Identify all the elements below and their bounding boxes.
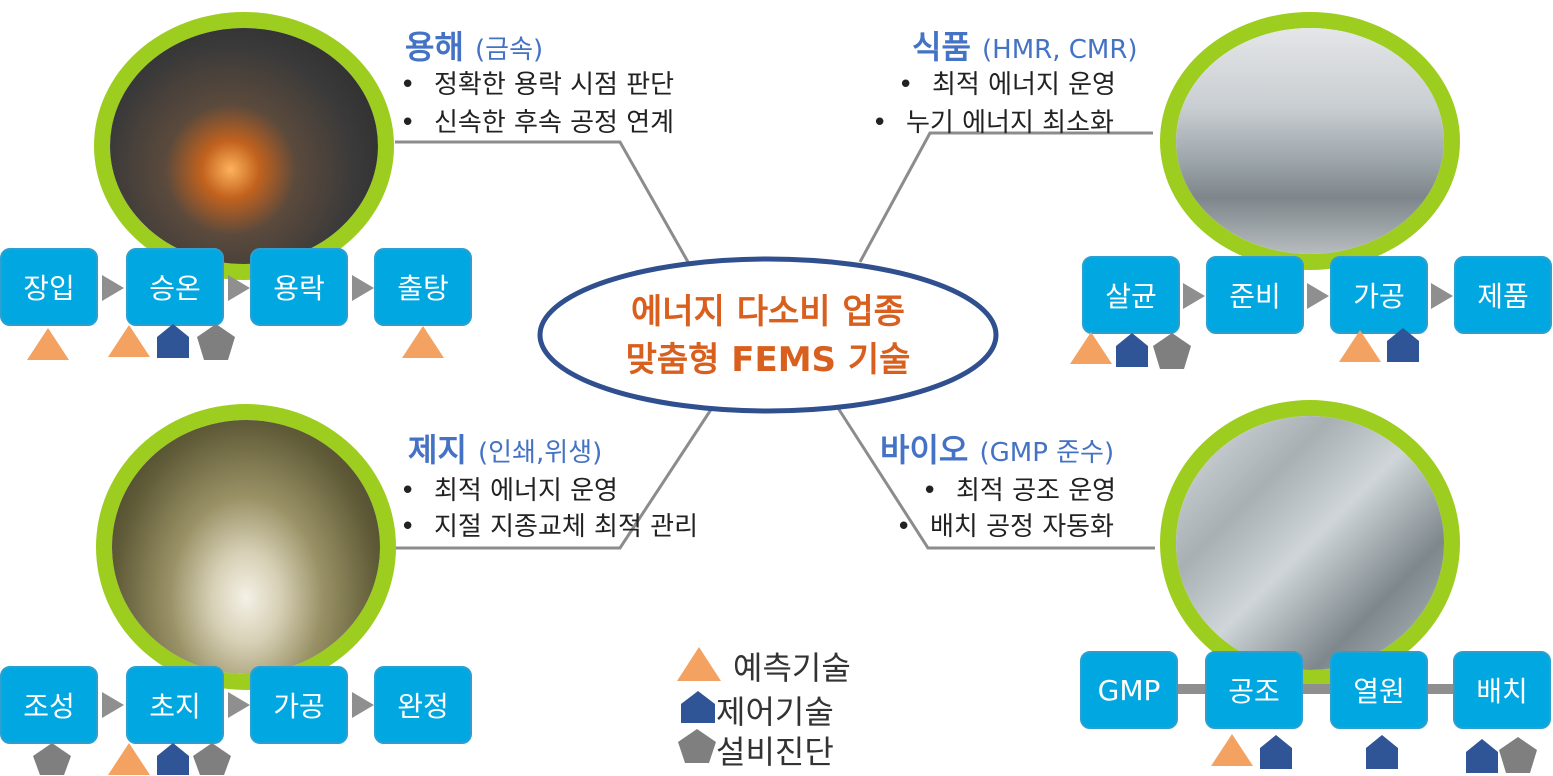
prediction-icon <box>1070 332 1112 364</box>
bio-title: 바이오 (GMP 준수) <box>880 425 1114 471</box>
metal-title-main: 용해 <box>405 28 464 66</box>
bio-bullet-1: •최적 공조 운영 <box>922 476 1117 506</box>
legend-diagnosis-label: 설비진단 <box>716 733 834 771</box>
center-line-1: 에너지 다소비 업종 <box>631 292 905 332</box>
food-step-1[interactable]: 살균 <box>1082 256 1180 334</box>
metal-arrow-2 <box>228 275 250 301</box>
food-photo-circle <box>1160 12 1460 270</box>
bio-title-main: 바이오 <box>880 431 969 469</box>
metal-bullet-1: •정확한 용락 시점 판단 <box>400 70 675 100</box>
paper-arrow-3 <box>352 692 374 718</box>
metal-title: 용해 (금속) <box>405 22 543 68</box>
paper-arrow-2 <box>228 692 250 718</box>
diagnosis-icon <box>1499 737 1537 773</box>
control-icon <box>157 324 189 358</box>
metal-step-3[interactable]: 용락 <box>250 248 348 326</box>
prediction-icon <box>27 328 69 360</box>
food-arrow-1 <box>1183 283 1205 309</box>
metal-arrow-1 <box>102 275 124 301</box>
food-title-sub: (HMR, CMR) <box>982 35 1138 65</box>
metal-step-4[interactable]: 출탕 <box>374 248 472 326</box>
control-icon <box>1366 735 1398 769</box>
metal-arrow-3 <box>352 275 374 301</box>
prediction-icon <box>1339 330 1381 362</box>
paper-bullet-1: •최적 에너지 운영 <box>400 476 618 506</box>
paper-mill-photo <box>112 420 380 674</box>
control-icon <box>1260 735 1292 769</box>
bio-step-4[interactable]: 배치 <box>1453 651 1551 729</box>
prediction-icon <box>108 325 150 357</box>
diagnosis-icon <box>33 743 71 775</box>
prediction-icon <box>1211 734 1253 766</box>
prediction-icon <box>402 326 444 358</box>
bio-step-1[interactable]: GMP <box>1080 651 1178 729</box>
center-title: 에너지 다소비 업종 맞춤형 FEMS 기술 <box>560 288 976 384</box>
paper-step-1[interactable]: 조성 <box>0 666 98 744</box>
legend-prediction-icon <box>677 647 721 681</box>
food-bullet-1: •최적 에너지 운영 <box>898 70 1116 100</box>
metal-furnace-photo <box>110 28 378 264</box>
paper-title-sub: (인쇄,위생) <box>478 438 603 468</box>
metal-step-2[interactable]: 승온 <box>126 248 224 326</box>
metal-bullet-2: •신속한 후속 공정 연계 <box>400 108 675 138</box>
paper-bullet-2: •지절 지종교체 최적 관리 <box>400 512 698 542</box>
food-bullet-2: •누기 에너지 최소화 <box>872 108 1114 138</box>
paper-arrow-1 <box>102 692 124 718</box>
center-line-2: 맞춤형 FEMS 기술 <box>625 340 911 380</box>
legend-prediction-label: 예측기술 <box>733 649 851 687</box>
diagnosis-icon <box>193 743 231 775</box>
control-icon <box>1387 328 1419 362</box>
paper-photo-circle <box>96 404 396 690</box>
metal-photo-circle <box>94 12 394 280</box>
bio-step-3[interactable]: 열원 <box>1330 651 1428 729</box>
metal-step-1[interactable]: 장입 <box>0 248 98 326</box>
food-step-3[interactable]: 가공 <box>1330 256 1428 334</box>
food-arrow-2 <box>1307 283 1329 309</box>
prediction-icon <box>108 743 150 775</box>
paper-title: 제지 (인쇄,위생) <box>408 425 602 471</box>
bio-bullet-2: •배치 공정 자동화 <box>896 512 1114 542</box>
food-step-2[interactable]: 준비 <box>1206 256 1304 334</box>
bio-photo-circle <box>1160 400 1460 686</box>
diagnosis-icon <box>1153 333 1191 369</box>
control-icon <box>157 743 189 775</box>
paper-title-main: 제지 <box>408 431 467 469</box>
metal-title-sub: (금속) <box>475 35 544 65</box>
control-icon <box>1466 739 1498 773</box>
food-factory-photo <box>1176 28 1444 254</box>
legend-diagnosis-icon <box>678 729 716 763</box>
food-title-main: 식품 <box>912 28 971 66</box>
bio-step-2[interactable]: 공조 <box>1205 651 1303 729</box>
food-title: 식품 (HMR, CMR) <box>912 22 1138 68</box>
food-step-4[interactable]: 제품 <box>1454 256 1552 334</box>
legend-control-label: 제어기술 <box>716 693 834 731</box>
bio-plant-photo <box>1176 416 1444 670</box>
paper-step-2[interactable]: 초지 <box>126 666 224 744</box>
diagnosis-icon <box>197 324 235 360</box>
legend-control-icon <box>681 691 715 723</box>
paper-step-4[interactable]: 완정 <box>374 666 472 744</box>
control-icon <box>1116 333 1148 367</box>
bio-title-sub: (GMP 준수) <box>979 438 1115 468</box>
food-arrow-3 <box>1431 283 1453 309</box>
bio-connector <box>1150 684 1500 694</box>
paper-step-3[interactable]: 가공 <box>250 666 348 744</box>
